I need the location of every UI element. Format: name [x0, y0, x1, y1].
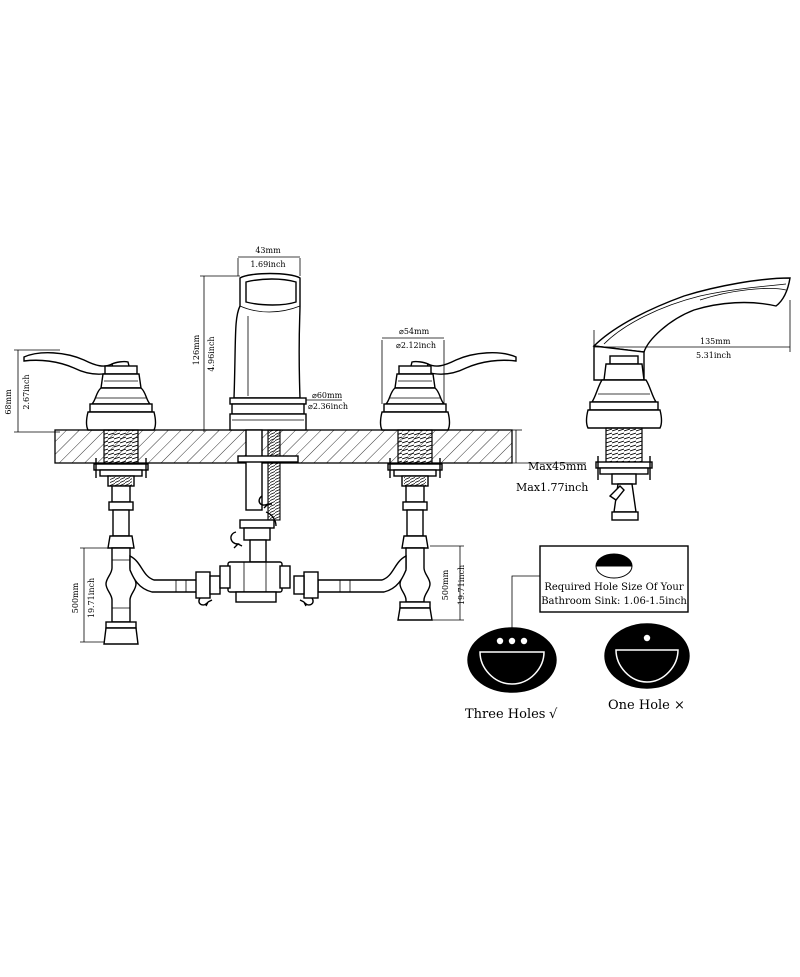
hose-left-in: 19.71inch	[87, 578, 96, 618]
spout-width-in: 1.69inch	[250, 260, 285, 269]
center-tee-connector	[219, 519, 291, 603]
spout-base-mm: ⌀60mm	[312, 391, 343, 400]
handle-base-dimension: ⌀54mm ⌀2.12inch	[381, 327, 445, 404]
right-supply-hose	[293, 547, 433, 621]
reach-dimension: 135mm 5.31inch	[593, 300, 791, 360]
reach-mm: 135mm	[700, 337, 731, 346]
left-supply-hose	[103, 547, 221, 645]
handle-height-mm: 68mm	[4, 389, 13, 415]
hose-right-mm: 500mm	[441, 569, 450, 600]
hole-note-line1: Required Hole Size Of Your	[544, 582, 683, 593]
hose-right-in: 19.71inch	[457, 565, 466, 605]
three-hole-sink	[467, 627, 557, 693]
spout-base-dimension: ⌀60mm ⌀2.36inch	[306, 391, 348, 411]
left-handle-valve	[23, 352, 157, 549]
hose-left-mm: 500mm	[71, 582, 80, 613]
right-handle-valve	[379, 352, 517, 549]
deck-thickness-dimension: Max45mm Max1.77inch	[512, 429, 588, 494]
left-hose-length-dimension: 500mm 19.71inch	[71, 547, 112, 643]
handle-base-mm: ⌀54mm	[399, 327, 430, 336]
cross-mark-icon: ×	[674, 698, 685, 713]
spout-height-mm: 126mm	[192, 334, 201, 365]
hole-size-note: Required Hole Size Of Your Bathroom Sink…	[511, 545, 689, 640]
hole-note-line2: Bathroom Sink: 1.06-1.5inch	[541, 596, 687, 607]
spout-side-view	[585, 277, 791, 521]
handle-base-in: ⌀2.12inch	[396, 341, 436, 350]
three-holes-label: Three Holes	[465, 707, 545, 722]
handle-height-in: 2.67inch	[22, 374, 31, 409]
center-spout	[229, 272, 307, 527]
left-handle-height-dimension: 68mm 2.67inch	[4, 349, 60, 433]
spout-width-dimension: 43mm 1.69inch	[237, 246, 301, 276]
check-mark-icon: √	[549, 707, 558, 722]
one-hole-sink	[604, 623, 690, 689]
one-hole-label: One Hole	[608, 698, 670, 713]
right-hose-length-dimension: 500mm 19.71inch	[430, 545, 466, 621]
deck-max-mm: Max45mm	[528, 460, 587, 473]
deck-max-in: Max1.77inch	[516, 481, 588, 494]
spout-width-mm: 43mm	[255, 246, 281, 255]
reach-in: 5.31inch	[696, 351, 731, 360]
spout-height-dimension: 126mm 4.96inch	[192, 275, 240, 432]
spout-base-in: ⌀2.36inch	[308, 402, 348, 411]
spout-height-in: 4.96inch	[207, 336, 216, 371]
